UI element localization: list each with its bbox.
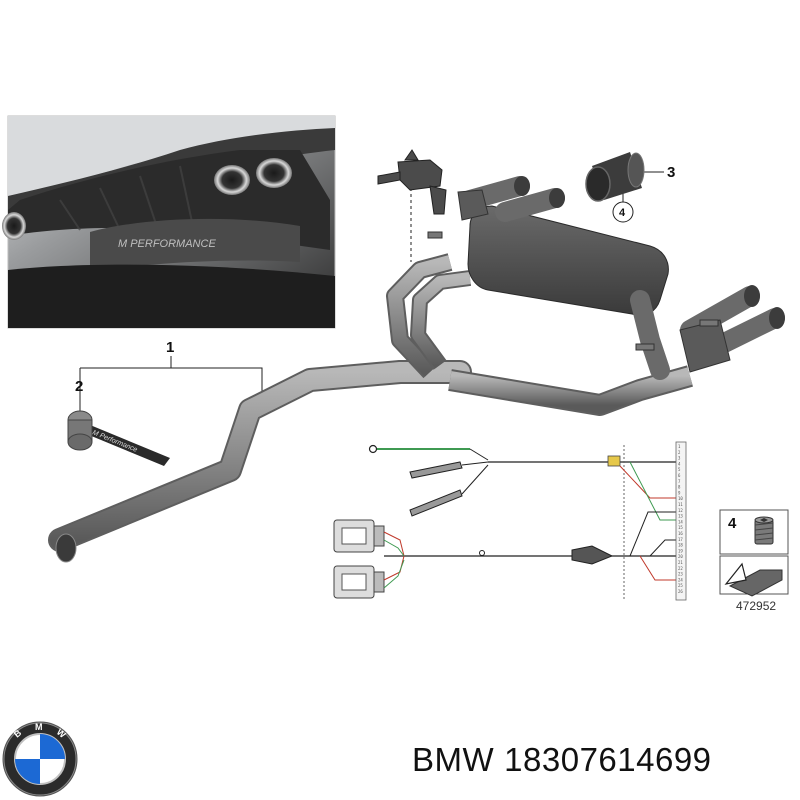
pin-label: 26 xyxy=(678,589,683,594)
pin-label: 7 xyxy=(678,479,681,484)
wiring-harness: 1234567891011121314151617181920212223242… xyxy=(333,441,687,601)
sticker-text: M Performance xyxy=(91,429,138,453)
pin-label: 2 xyxy=(678,450,681,455)
set-screw-box: 4 xyxy=(719,509,789,555)
svg-text:B: B xyxy=(12,727,24,739)
pin-label: 6 xyxy=(678,473,681,478)
pin-label: 10 xyxy=(678,496,683,501)
pin-label: 11 xyxy=(678,502,683,507)
pin-labels: 1234567891011121314151617181920212223242… xyxy=(678,444,683,594)
callout-2: 2 xyxy=(75,378,83,395)
hanger-bracket-part xyxy=(377,149,447,215)
pin-label: 22 xyxy=(678,566,683,571)
photo-emblem-text: M PERFORMANCE xyxy=(118,238,216,250)
electrical-connector-upper xyxy=(333,519,385,553)
callout-4-circle xyxy=(612,201,634,223)
pin-label: 3 xyxy=(678,456,681,461)
pin-label: 1 xyxy=(678,444,681,449)
pin-label: 13 xyxy=(678,514,683,519)
set-screw-icon xyxy=(754,516,774,545)
pin-label: 23 xyxy=(678,572,683,577)
callout-3: 3 xyxy=(667,164,675,181)
brand-name: BMW xyxy=(412,741,495,778)
badge-sticker-part: M Performance xyxy=(67,410,170,466)
pin-label: 20 xyxy=(678,554,683,559)
pin-connector-block xyxy=(675,441,687,601)
pin-label: 5 xyxy=(678,467,681,472)
pin-label: 8 xyxy=(678,485,681,490)
pin-label: 25 xyxy=(678,583,683,588)
reference-arrow-box xyxy=(719,555,789,597)
tailpipe-tip-part xyxy=(585,152,645,202)
callout-4-box: 4 xyxy=(728,515,737,532)
callout-1: 1 xyxy=(166,339,174,356)
svg-text:M: M xyxy=(35,722,43,732)
pin-label: 18 xyxy=(678,543,683,548)
exhaust-photo-image: M PERFORMANCE xyxy=(2,115,336,329)
pin-label: 17 xyxy=(678,537,683,542)
pin-label: 15 xyxy=(678,525,683,530)
part-number: 18307614699 xyxy=(504,741,712,778)
pin-label: 9 xyxy=(678,490,681,495)
reference-number: 472952 xyxy=(736,599,776,613)
pin-label: 24 xyxy=(678,577,683,582)
bmw-roundel-logo: B M W xyxy=(2,721,78,797)
exhaust-system-part xyxy=(48,176,785,563)
pin-label: 21 xyxy=(678,560,683,565)
pin-label: 4 xyxy=(678,461,681,466)
pin-label: 19 xyxy=(678,548,683,553)
electrical-connector-lower xyxy=(333,565,385,599)
pin-label: 12 xyxy=(678,508,683,513)
callout-4: 4 xyxy=(619,207,626,219)
pin-label: 16 xyxy=(678,531,683,536)
pin-label: 14 xyxy=(678,519,683,524)
